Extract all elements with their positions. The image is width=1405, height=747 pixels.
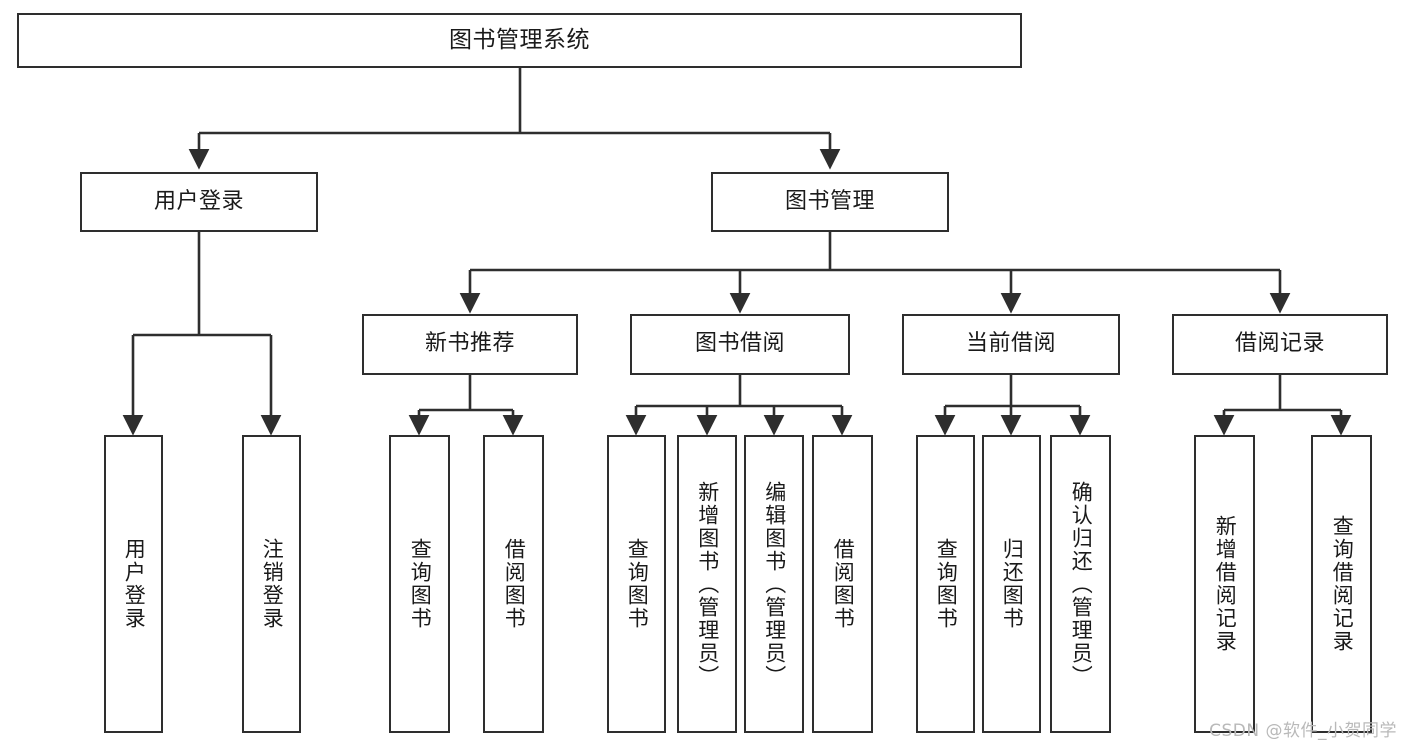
node-borrow-record-label: 借阅记录 [1234,331,1325,357]
node-current-borrow-label: 当前借阅 [965,331,1056,357]
node-leaf-edit-book[interactable]: 编辑图书（管理员） [744,435,804,733]
node-borrow-record[interactable]: 借阅记录 [1172,314,1388,375]
node-leaf-add-record-label: 新增借阅记录 [1213,515,1238,653]
node-leaf-borrow-book-1-label: 借阅图书 [502,538,527,630]
node-leaf-query-book-3-label: 查询图书 [934,538,959,630]
node-leaf-confirm-return[interactable]: 确认归还（管理员） [1050,435,1111,733]
node-leaf-confirm-return-label: 确认归还（管理员） [1069,480,1094,688]
node-current-borrow[interactable]: 当前借阅 [902,314,1120,375]
node-leaf-query-book-2[interactable]: 查询图书 [607,435,666,733]
node-leaf-borrow-book-2[interactable]: 借阅图书 [812,435,873,733]
node-leaf-add-book[interactable]: 新增图书（管理员） [677,435,737,733]
node-user-login-label: 用户登录 [153,188,244,214]
node-book-borrow[interactable]: 图书借阅 [630,314,850,375]
node-leaf-return-book[interactable]: 归还图书 [982,435,1041,733]
node-root-label: 图书管理系统 [449,26,590,53]
node-leaf-user-login-label: 用户登录 [122,538,147,630]
node-new-book-recommend-label: 新书推荐 [424,331,515,357]
node-leaf-query-book-3[interactable]: 查询图书 [916,435,975,733]
node-book-borrow-label: 图书借阅 [694,331,785,357]
node-leaf-add-book-label: 新增图书（管理员） [695,480,720,688]
node-user-login[interactable]: 用户登录 [80,172,318,232]
node-leaf-return-book-label: 归还图书 [1000,538,1025,630]
node-leaf-borrow-book-2-label: 借阅图书 [831,538,856,630]
node-leaf-user-login[interactable]: 用户登录 [104,435,163,733]
node-leaf-add-record[interactable]: 新增借阅记录 [1194,435,1255,733]
node-leaf-query-book-1[interactable]: 查询图书 [389,435,450,733]
node-new-book-recommend[interactable]: 新书推荐 [362,314,578,375]
node-leaf-query-book-2-label: 查询图书 [625,538,650,630]
node-leaf-query-book-1-label: 查询图书 [408,538,433,630]
node-leaf-edit-book-label: 编辑图书（管理员） [762,480,787,688]
node-leaf-query-record-label: 查询借阅记录 [1330,515,1355,653]
node-leaf-logout-login[interactable]: 注销登录 [242,435,301,733]
node-leaf-query-record[interactable]: 查询借阅记录 [1311,435,1372,733]
node-leaf-borrow-book-1[interactable]: 借阅图书 [483,435,544,733]
node-leaf-logout-login-label: 注销登录 [260,538,285,630]
node-book-manage-label: 图书管理 [784,188,875,214]
node-root[interactable]: 图书管理系统 [17,13,1022,68]
node-book-manage[interactable]: 图书管理 [711,172,949,232]
watermark: CSDN @软件_小贺同学 [1209,721,1397,741]
